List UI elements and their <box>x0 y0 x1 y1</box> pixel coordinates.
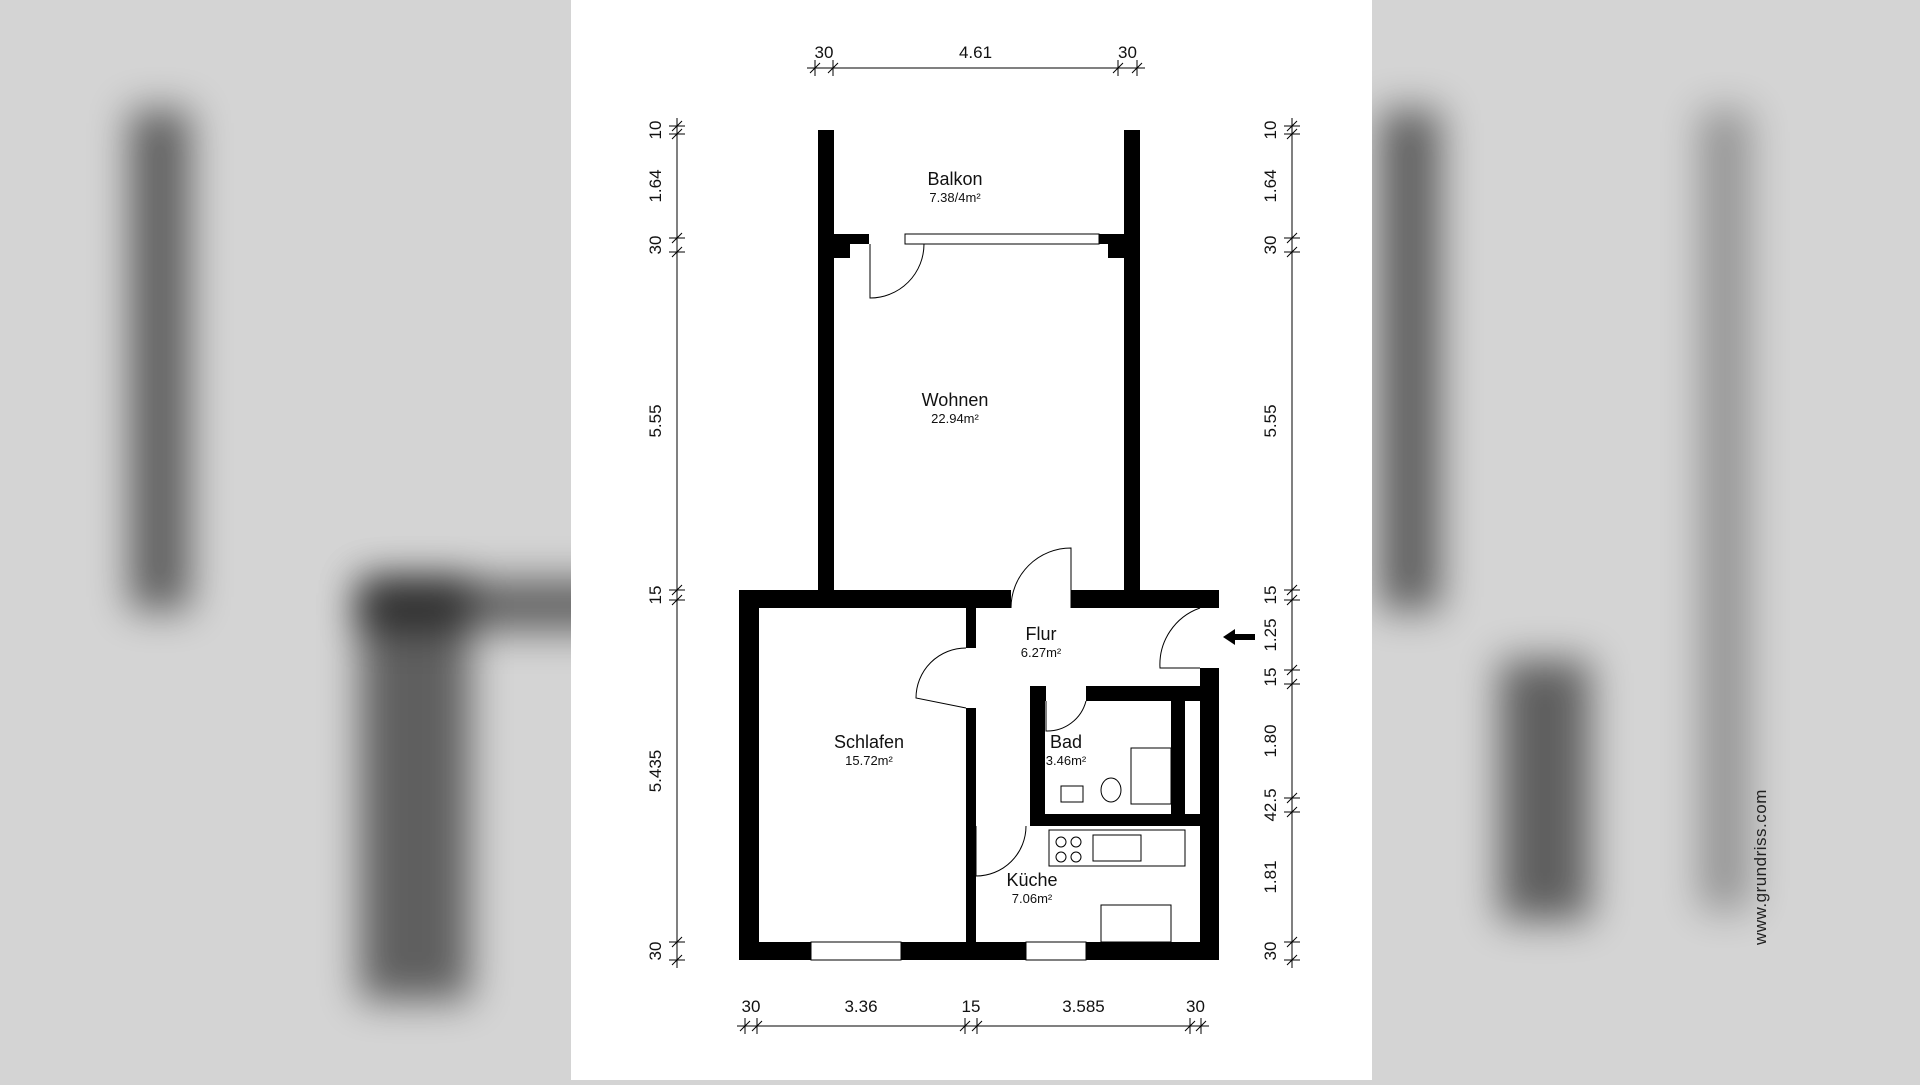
room-area: 3.46m² <box>1046 753 1087 768</box>
room-name: Flur <box>1026 624 1057 644</box>
dimension-label: 1.25 <box>1261 618 1280 651</box>
stove-burner <box>1055 836 1067 848</box>
wall <box>1185 686 1219 701</box>
stove-burner <box>1070 851 1082 863</box>
door-swings <box>869 243 1201 877</box>
window <box>1025 941 1087 961</box>
room-name: Küche <box>1006 870 1057 890</box>
door-swing <box>915 647 967 709</box>
dimension-label: 15 <box>1261 668 1280 687</box>
room-name: Wohnen <box>922 390 989 410</box>
wall <box>739 590 759 960</box>
kitchen-counter <box>1048 829 1186 867</box>
window <box>810 941 902 961</box>
dimension-label: 30 <box>1186 997 1205 1016</box>
dimension-label: 5.55 <box>646 404 665 437</box>
wall <box>1108 234 1124 258</box>
wall <box>1099 234 1108 244</box>
dimension-lines <box>669 60 1300 1034</box>
dimension-label: 5.55 <box>1261 404 1280 437</box>
dimension-label: 30 <box>646 236 665 255</box>
wall <box>1030 686 1045 826</box>
dimension-label: 30 <box>1261 236 1280 255</box>
room-name: Balkon <box>927 169 982 189</box>
wall <box>1030 814 1200 826</box>
dimension-label: 30 <box>1261 942 1280 961</box>
dimension-label: 30 <box>815 43 834 62</box>
dimension-label: 15 <box>1261 586 1280 605</box>
balcony-window <box>904 233 1100 245</box>
door-opening <box>976 814 1026 826</box>
door-swing <box>1045 700 1087 732</box>
wall <box>739 590 1219 608</box>
wall <box>966 608 976 942</box>
room-area: 7.38/4m² <box>929 190 981 205</box>
toilet <box>1100 777 1122 803</box>
stove-burner <box>1055 851 1067 863</box>
stove-burner <box>1070 836 1082 848</box>
door-opening <box>1200 608 1219 668</box>
door-opening <box>1011 590 1071 608</box>
dimension-label: 3.585 <box>1062 997 1105 1016</box>
room-name: Schlafen <box>834 732 904 752</box>
dimension-label: 30 <box>646 942 665 961</box>
dimension-label: 1.81 <box>1261 860 1280 893</box>
dimension-label: 4.61 <box>959 43 992 62</box>
dimension-label: 10 <box>646 121 665 140</box>
wall <box>818 130 834 590</box>
dimension-label: 1.64 <box>1261 169 1280 202</box>
door-swing <box>869 243 925 299</box>
dimension-label: 5.435 <box>646 750 665 793</box>
dimension-label: 1.64 <box>646 169 665 202</box>
door-opening <box>1046 686 1086 701</box>
dimension-label: 42.5 <box>1261 788 1280 821</box>
door-opening <box>869 234 905 244</box>
room-area: 22.94m² <box>931 411 979 426</box>
dimension-label: 15 <box>962 997 981 1016</box>
dimension-labels: 30 4.61 30 30 3.36 15 3.585 30 10 1.64 30 5.55 15 5.4… <box>646 43 1280 1016</box>
door-opening <box>966 648 976 708</box>
walls <box>739 130 1219 960</box>
wall <box>850 234 870 244</box>
door-swing <box>1010 547 1072 609</box>
kitchen-table <box>1100 904 1172 943</box>
room-area: 6.27m² <box>1021 645 1062 660</box>
dimension-label: 30 <box>742 997 761 1016</box>
sink <box>1060 785 1084 803</box>
openings <box>810 233 1219 961</box>
wall <box>834 234 850 258</box>
fixtures <box>1048 747 1186 943</box>
dimension-label: 3.36 <box>844 997 877 1016</box>
bathtub <box>1130 747 1172 805</box>
wall <box>1171 686 1185 826</box>
dimension-label: 10 <box>1261 121 1280 140</box>
wall <box>1200 590 1219 960</box>
door-swing <box>1159 607 1201 669</box>
kitchen-sink <box>1092 834 1142 862</box>
entrance-arrow-icon <box>1223 629 1255 645</box>
room-area: 15.72m² <box>845 753 893 768</box>
dimension-label: 1.80 <box>1261 724 1280 757</box>
room-area: 7.06m² <box>1012 891 1053 906</box>
dimension-label: 30 <box>1118 43 1137 62</box>
door-swing <box>975 825 1027 877</box>
wall <box>1124 130 1140 590</box>
watermark: www.grundriss.com <box>1751 789 1770 945</box>
dimension-label: 15 <box>646 586 665 605</box>
room-name: Bad <box>1050 732 1082 752</box>
